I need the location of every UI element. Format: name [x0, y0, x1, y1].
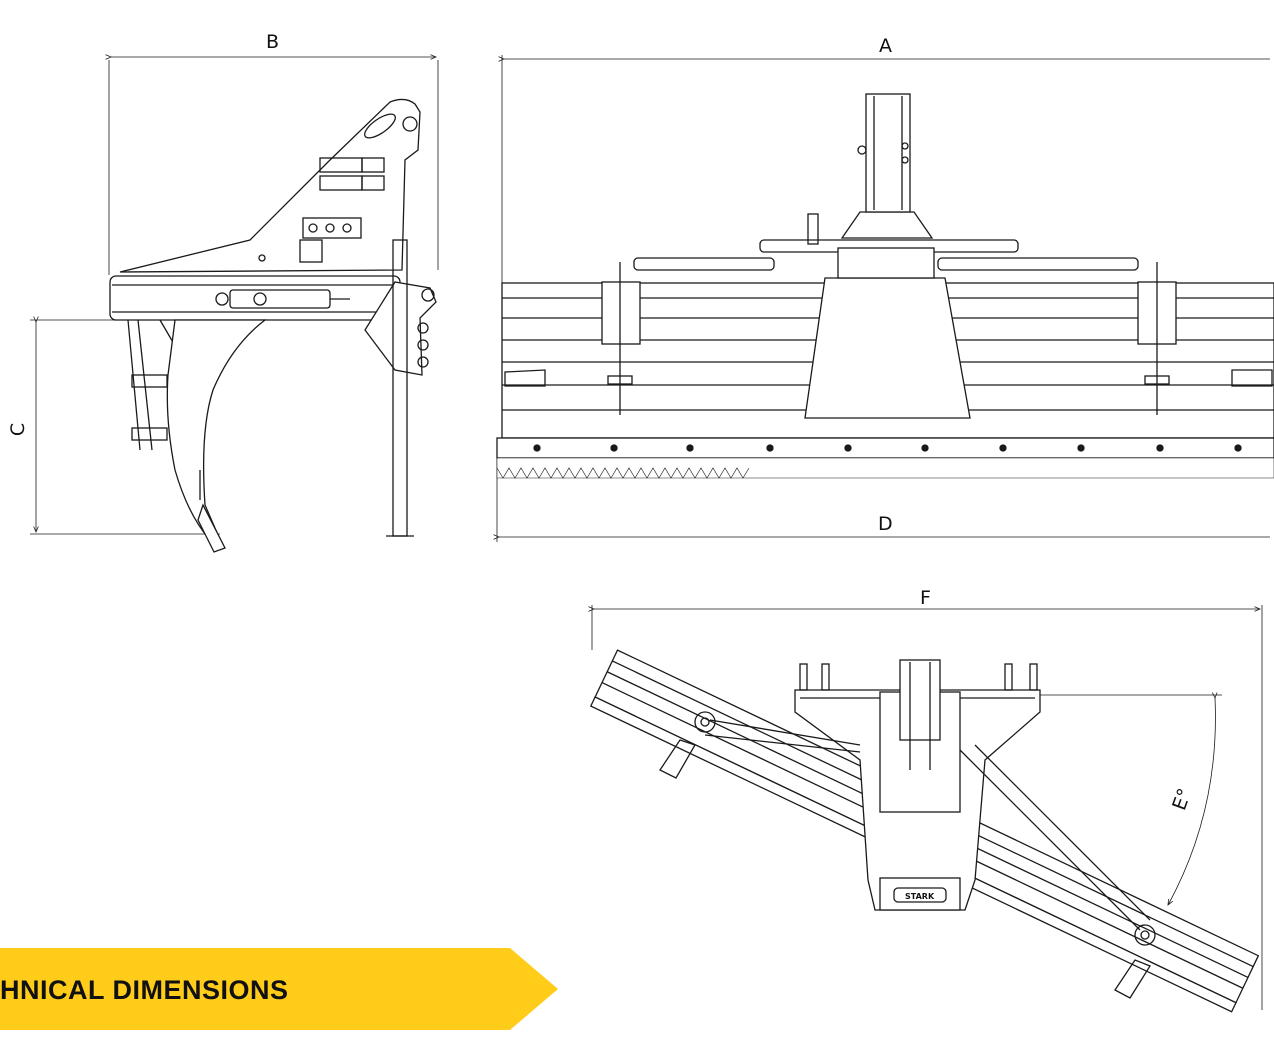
- top-view: [591, 605, 1263, 1013]
- dimension-label-b: B: [266, 31, 280, 53]
- brand-plate-label: STARK: [905, 892, 935, 901]
- side-view: [30, 57, 439, 553]
- banner-title: HNICAL DIMENSIONS: [0, 975, 289, 1005]
- dimension-label-c: C: [7, 422, 30, 437]
- dimension-label-a: A: [879, 35, 892, 57]
- dimension-label-f: F: [920, 587, 931, 609]
- section-banner: HNICAL DIMENSIONS: [0, 948, 560, 1030]
- banner-arrow-shape: [0, 948, 558, 1030]
- dimension-label-d: D: [878, 513, 893, 535]
- front-view: [497, 55, 1274, 542]
